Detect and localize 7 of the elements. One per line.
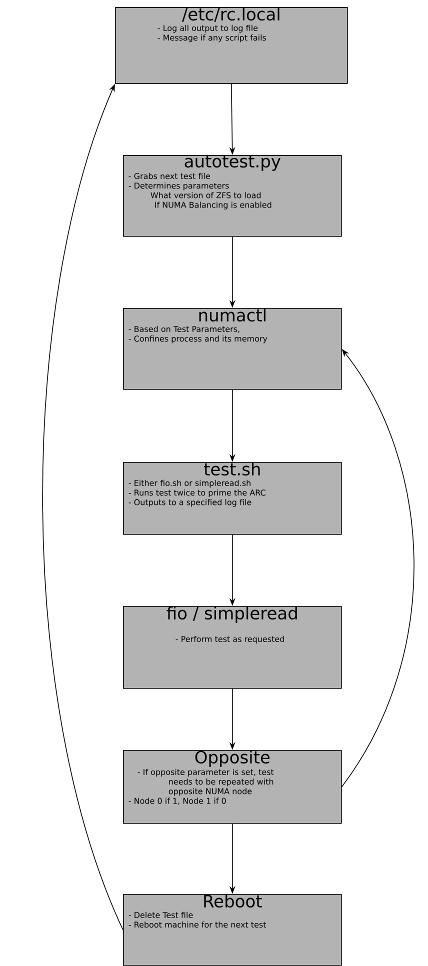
process-box: Reboot - Delete Test file - Reboot machine for the next test [123,894,342,966]
process-box: /etc/rc.local - Log all output to log file - Message if any script fails [115,7,348,84]
process-box: autotest.py - Grabs next test file - Determines parameters What version of ZFS to load If NUMA Balancing is enabled [123,155,342,237]
process-box: numactl - Based on Test Parameters, - Confines process and its memory [123,308,342,390]
process-box: Opposite - If opposite parameter is set, test needs to be repeated with opposite NUMA node - Node 0 if 1, Node 1 if 0 [123,750,342,824]
process-box: test.sh - Either fio.sh or simpleread.sh - Runs test twice to prime the ARC - Outputs to a specified log file [123,462,342,535]
process-box: fio / simpleread - Perform test as requested [123,606,342,689]
